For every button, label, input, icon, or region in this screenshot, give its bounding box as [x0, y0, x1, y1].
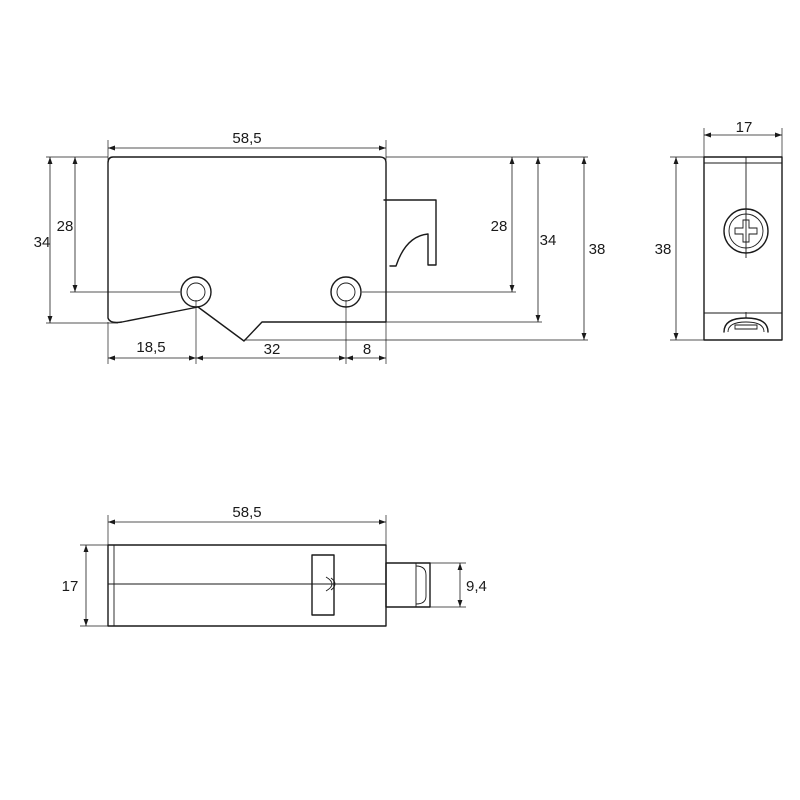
dim-height-outer-left: 34 — [34, 157, 53, 323]
dim-label-height-total: 38 — [589, 241, 606, 258]
side-body-outline — [703, 156, 783, 341]
dim-label-top-width: 58,5 — [232, 504, 261, 521]
dim-hole-offset: 18,5 — [108, 339, 196, 361]
top-view: 58,5 17 9,4 — [62, 504, 487, 627]
dim-side-width: 17 — [704, 119, 782, 138]
dim-label-top-height: 17 — [62, 578, 79, 595]
dim-side-height: 38 — [655, 157, 679, 340]
dim-label-hole-offset: 18,5 — [136, 339, 165, 356]
dim-label-height-outer-left: 34 — [34, 234, 51, 251]
dim-top-width: 58,5 — [108, 504, 386, 525]
dim-height-right: 34 — [535, 157, 557, 322]
dim-label-height-inner-left: 28 — [57, 218, 74, 235]
dim-label-height-inner-right: 28 — [491, 218, 508, 235]
dim-label-side-width: 17 — [736, 119, 753, 136]
top-bolt — [385, 562, 431, 608]
top-body-outline — [107, 544, 387, 627]
dim-label-side-height: 38 — [655, 241, 672, 258]
bottom-screw-icon — [723, 317, 769, 333]
dim-height-inner-left: 28 — [57, 157, 78, 292]
dim-label-height-right: 34 — [540, 232, 557, 249]
side-view: 17 38 — [655, 119, 783, 341]
dim-label-width-top: 58,5 — [232, 130, 261, 147]
dim-width-top: 58,5 — [107, 130, 387, 160]
front-body-outline — [107, 156, 387, 342]
front-view: 58,5 34 28 28 34 — [34, 130, 606, 364]
dim-label-hole-spacing: 32 — [264, 341, 281, 358]
dim-height-inner-right: 28 — [491, 157, 515, 292]
dim-height-total: 38 — [581, 157, 606, 340]
screw-icon — [723, 208, 769, 254]
top-slider-knob — [311, 554, 336, 616]
dim-hole-to-edge: 8 — [346, 341, 386, 361]
dim-bolt-height: 9,4 — [457, 563, 487, 607]
front-latch — [383, 199, 437, 267]
dim-label-hole-to-edge: 8 — [363, 341, 371, 358]
dim-hole-spacing: 32 — [196, 341, 346, 361]
dim-top-height: 17 — [62, 545, 89, 626]
dim-label-bolt-height: 9,4 — [466, 578, 487, 595]
